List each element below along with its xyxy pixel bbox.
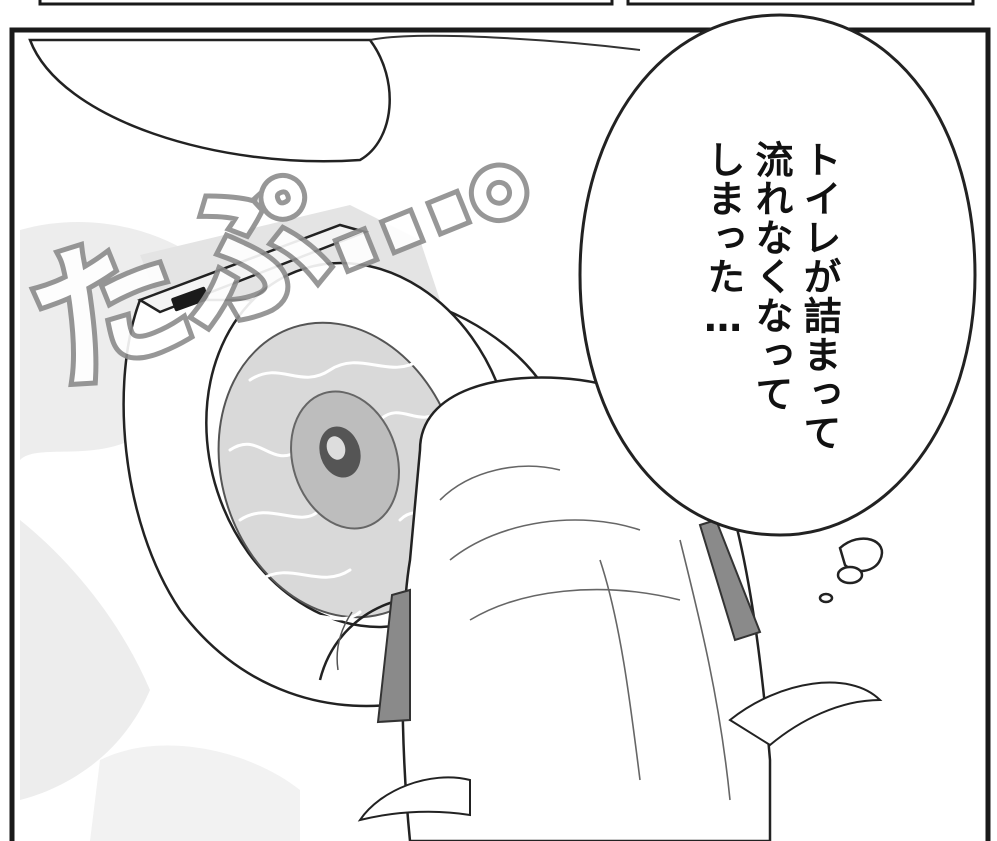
wing-right bbox=[728, 681, 883, 747]
hair-strands bbox=[439, 465, 731, 801]
bubble-tail-dot-1 bbox=[836, 565, 864, 585]
speech-line-1: トイレが詰まって bbox=[797, 140, 841, 452]
speech-line-3: しまった… bbox=[701, 140, 745, 341]
speech-line-2: 流れなくなって bbox=[749, 140, 793, 413]
bubble-tail-dot-2 bbox=[818, 592, 834, 604]
speech-bubble bbox=[578, 13, 977, 604]
toilet-lid bbox=[28, 38, 391, 163]
upper-panel-borders bbox=[38, 0, 975, 6]
ribbon-left bbox=[376, 588, 411, 724]
wing-left bbox=[357, 776, 471, 822]
control-panel bbox=[137, 223, 369, 314]
toilet-tank-edge bbox=[369, 34, 641, 51]
drain bbox=[290, 390, 400, 530]
